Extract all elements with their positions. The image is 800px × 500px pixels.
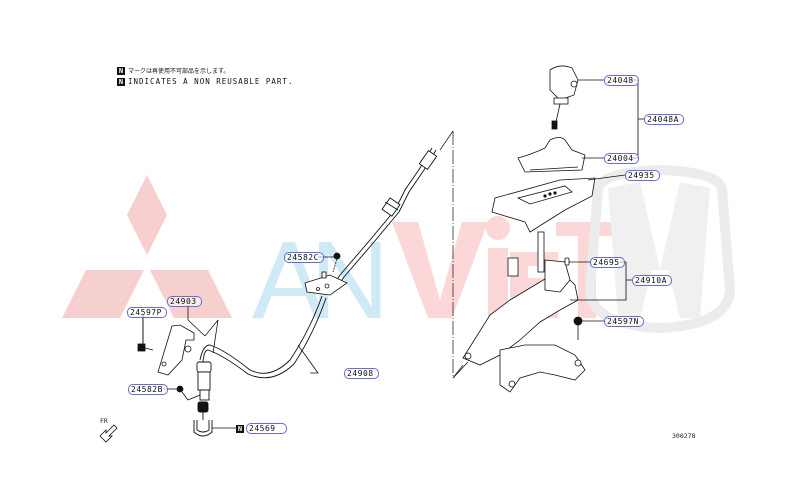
shift-cable-lower [193,295,327,437]
note-japanese-text: マークは再使用不可部品を示します。 [128,68,230,75]
bolt-24597p [137,315,154,352]
note-japanese: N マークは再使用不可部品を示します。 [117,66,229,75]
non-reusable-marker-icon: N [117,77,125,86]
part-label-24004[interactable]: 24004 [604,153,639,164]
part-label-24569[interactable]: N 24569 [236,423,287,434]
nut-24582b [176,385,201,401]
part-label-24582c[interactable]: 24582C [284,252,324,263]
cable-mounting-plate [304,252,348,296]
h-emblem-watermark-icon [584,164,736,334]
note-english: N INDICATES A NON REUSABLE PART. [117,77,293,86]
shift-cable-upper [329,147,438,293]
part-label-24935[interactable]: 24935 [625,170,660,181]
part-code: 24569 [246,423,287,434]
front-indicator-label: FR [100,417,108,425]
note-english-text: INDICATES A NON REUSABLE PART. [128,77,294,86]
part-label-24695[interactable]: 24695 [590,257,625,268]
diagram-reference-number: 300278 [672,432,696,440]
shift-knob [549,65,579,130]
indicator-panel [491,177,596,233]
front-arrow-icon [99,424,118,443]
non-reusable-marker-icon: N [117,66,125,75]
cable-bracket [157,319,219,376]
three-diamond-watermark-icon [62,175,232,318]
shift-boot [517,137,586,173]
part-label-24048[interactable]: 24048 [604,75,639,86]
anviet-watermark: A N [252,216,616,342]
part-label-24597n[interactable]: 24597N [604,316,644,327]
part-label-24048a[interactable]: 24048A [644,114,684,125]
shift-lever-assembly [452,231,586,393]
non-reusable-marker-icon: N [236,424,244,433]
part-label-24910a[interactable]: 24910A [632,275,672,286]
fasteners-right [564,257,583,340]
part-label-24903[interactable]: 24903 [167,296,202,307]
part-label-24582b[interactable]: 24582B [128,384,168,395]
part-label-24597p[interactable]: 24597P [127,307,167,318]
part-label-24908[interactable]: 24908 [344,368,379,379]
